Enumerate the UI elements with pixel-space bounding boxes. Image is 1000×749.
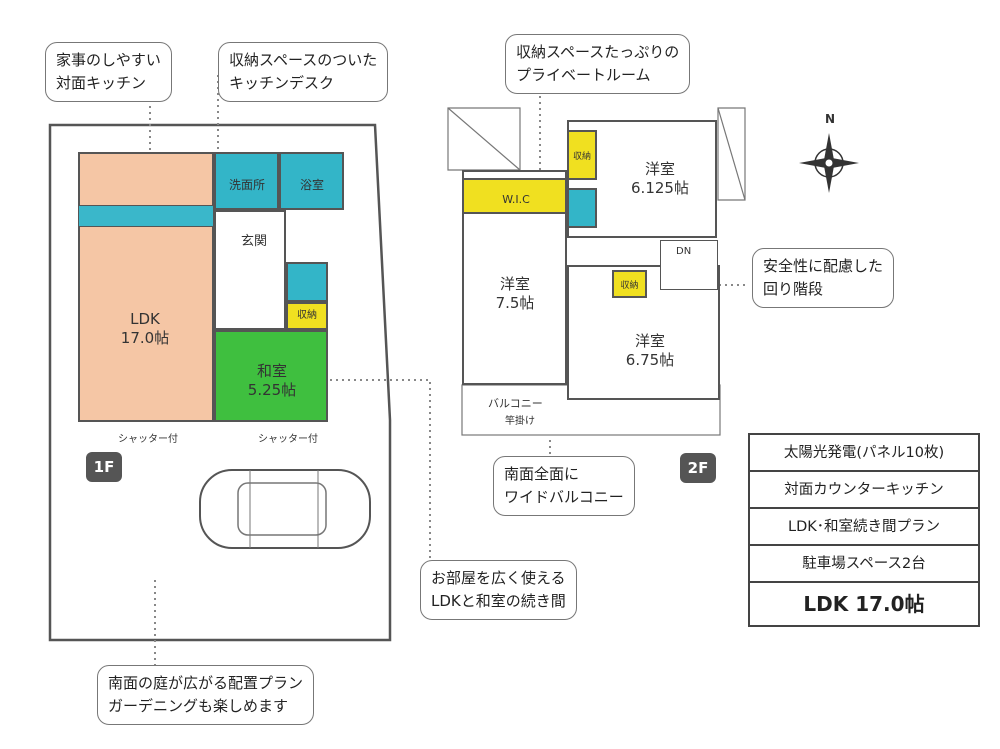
- room-toilet-2f: [567, 188, 597, 228]
- compass-north-label: N: [825, 112, 836, 126]
- yokushitsu-label: 浴室: [299, 178, 324, 192]
- callout-balcony: 南面全面に ワイドバルコニー: [493, 456, 635, 516]
- callout-private-room: 収納スペースたっぷりの プライベートルーム: [505, 34, 691, 94]
- callout-garden: 南面の庭が広がる配置プラン ガーデニングも楽しめます: [97, 665, 315, 725]
- storage-2f-1-label: 収納: [572, 152, 591, 162]
- room-yokushitsu: [279, 152, 344, 210]
- storage-2f-1: [567, 130, 597, 180]
- callout-ldk-washitsu: お部屋を広く使える LDKと和室の続き間: [420, 560, 577, 620]
- room-senmen: [214, 152, 279, 210]
- legend-solar: 太陽光発電(パネル10枚): [750, 435, 978, 472]
- legend-ldk-size: LDK 17.0帖: [803, 592, 925, 616]
- legend-parking: 駐車場スペース2台: [750, 546, 978, 583]
- room-washitsu: [214, 330, 328, 422]
- storage-2f-2-label: 収納: [620, 281, 639, 291]
- yoshitsu-b-label: 洋室 6.125帖: [631, 160, 689, 197]
- wic-label: W.I.C: [502, 193, 530, 206]
- stairs: [660, 240, 718, 290]
- site-boundary: [48, 123, 392, 642]
- stairs-dn-label: DN: [676, 246, 692, 257]
- senmen-label: 洗面所: [228, 178, 265, 192]
- genkan-label: 玄関: [240, 234, 267, 249]
- car-icon: [199, 469, 371, 549]
- storage-2f-2: [612, 270, 647, 298]
- kitchen-counter: [78, 205, 214, 227]
- room-toilet: [286, 262, 328, 302]
- legend-ldk-washitsu-plan: LDK･和室続き間プラン: [750, 509, 978, 546]
- storage-1f-label: 収納: [297, 310, 317, 321]
- wic: [462, 178, 567, 214]
- callout-kitchen: 家事のしやすい 対面キッチン: [45, 42, 172, 102]
- room-genkan: [214, 210, 286, 330]
- room-ldk: [78, 152, 214, 422]
- yoshitsu-c-label: 洋室 6.75帖: [625, 332, 675, 369]
- features-legend: 太陽光発電(パネル10枚) 対面カウンターキッチン LDK･和室続き間プラン 駐…: [748, 433, 980, 627]
- callout-stairs: 安全性に配慮した 回り階段: [752, 248, 895, 308]
- legend-counter-kitchen: 対面カウンターキッチン: [750, 472, 978, 509]
- shutter-left-label: シャッター付: [118, 434, 178, 445]
- washitsu-label: 和室 5.25帖: [247, 362, 297, 399]
- balcony-label: バルコニー: [488, 397, 543, 410]
- callout-kitchen-desk: 収納スペースのついた キッチンデスク: [218, 42, 389, 102]
- ldk-label: LDK 17.0帖: [120, 310, 170, 347]
- floor-badge-1f: 1F: [86, 452, 122, 482]
- yoshitsu-a-label: 洋室 7.5帖: [495, 275, 535, 312]
- storage-1f: [286, 302, 328, 330]
- shutter-right-label: シャッター付: [258, 434, 318, 445]
- compass-icon: [799, 133, 859, 193]
- floor-badge-2f: 2F: [680, 453, 716, 483]
- hoshi-label: 竿掛け: [505, 416, 535, 427]
